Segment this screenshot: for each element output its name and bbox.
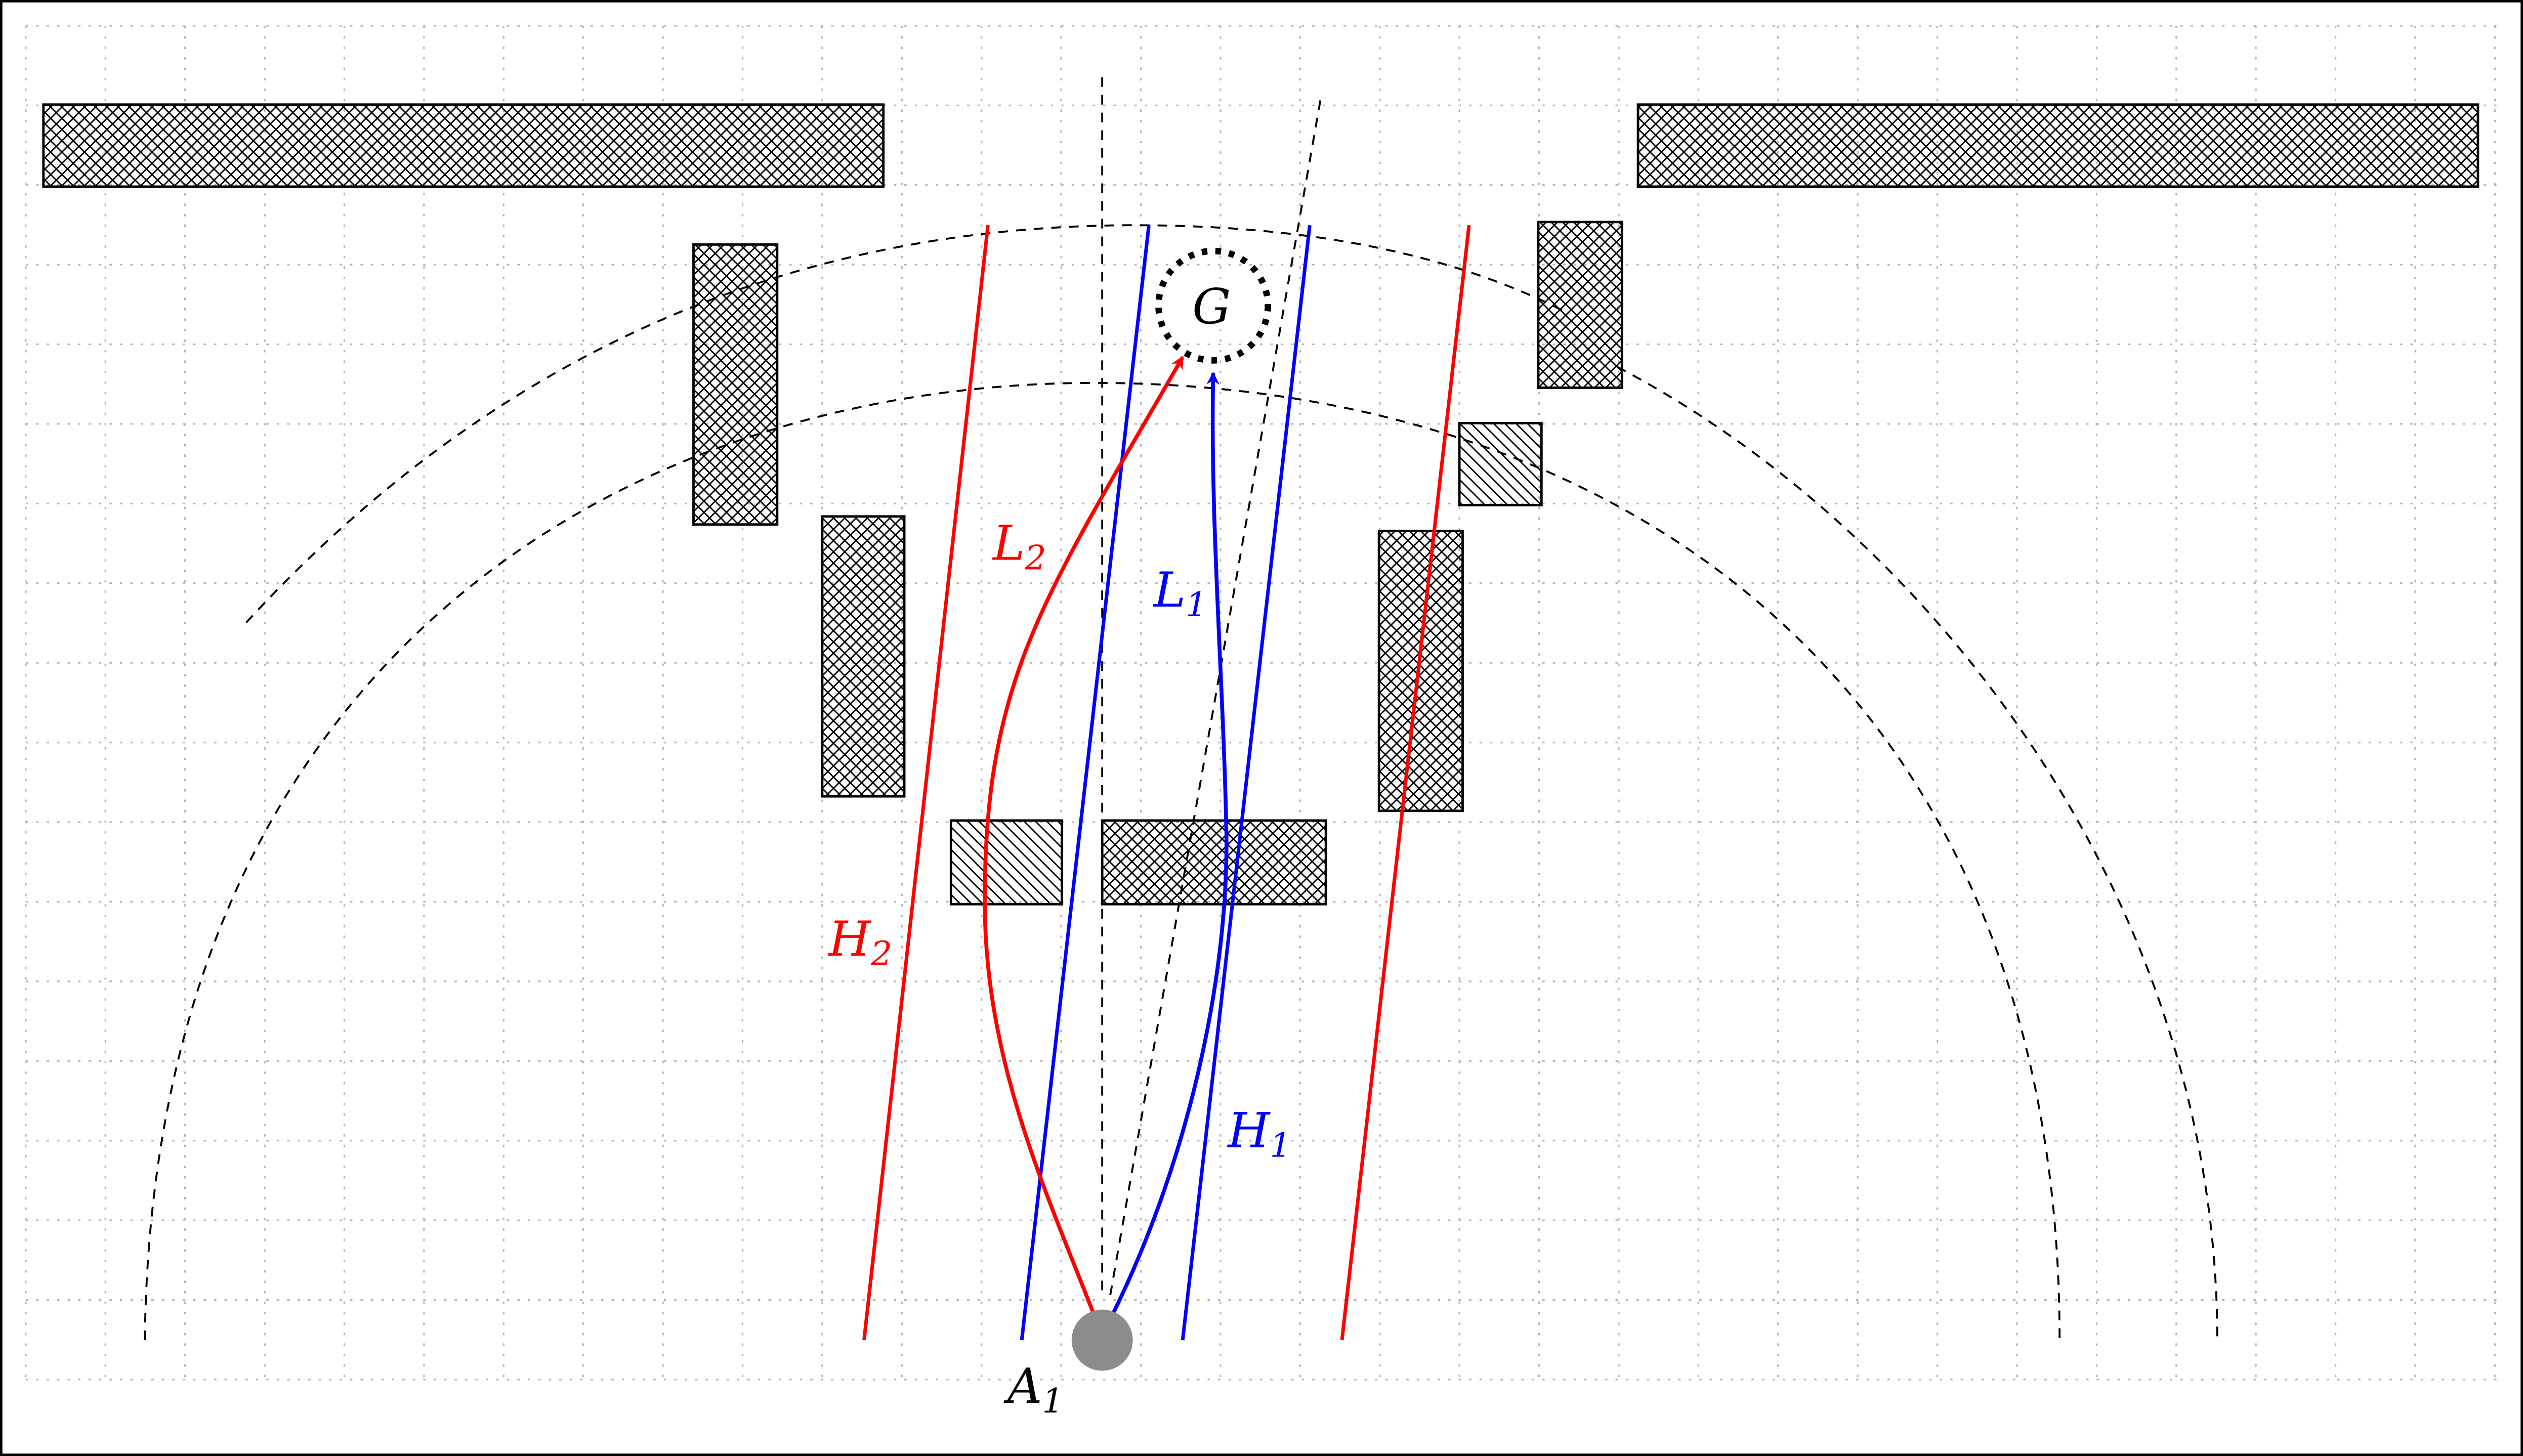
agent-marker	[1071, 1309, 1133, 1371]
arc-inner	[144, 381, 2061, 1341]
arc-outer-right	[1616, 366, 2218, 1341]
obstacle-top-left-wall	[42, 103, 885, 188]
goal-circle	[1155, 247, 1272, 364]
agent-label: A1	[1003, 1358, 1064, 1421]
corridor-h2-right-edge	[1340, 225, 1471, 1341]
goal-label: G	[1192, 279, 1231, 335]
goal-label-text: G	[1192, 279, 1231, 335]
agent-label-sub: 1	[1042, 1381, 1063, 1421]
obstacle-center-wide	[1101, 819, 1327, 906]
obstacle-left-tall-lower	[821, 515, 906, 798]
h2-label-sub: 2	[870, 934, 892, 973]
corridor-h2-left-edge	[862, 225, 990, 1341]
slanted-center-line	[1109, 96, 1322, 1296]
l1-label: L1	[1153, 562, 1207, 624]
h2-label: H2	[828, 911, 893, 973]
reference-lines	[144, 77, 2218, 1341]
obstacle-diag-left	[949, 819, 1064, 906]
obstacles	[42, 103, 2479, 906]
obstacle-right-small	[1537, 221, 1623, 389]
h1-label-sub: 1	[1270, 1125, 1291, 1165]
corridor-h1-right-edge	[1181, 225, 1312, 1341]
agent-label-text: A	[1003, 1358, 1042, 1415]
obstacle-top-right-wall	[1636, 103, 2479, 188]
l1-label-sub: 1	[1186, 585, 1207, 624]
l2-label: L2	[992, 516, 1046, 578]
l1-label-text: L	[1153, 562, 1186, 618]
h1-label: H1	[1227, 1102, 1291, 1165]
corridor-h2	[862, 225, 1471, 1341]
l2-label-sub: 2	[1024, 538, 1046, 578]
corridor-h1-left-edge	[1020, 225, 1151, 1341]
path-l2	[983, 356, 1185, 1320]
obstacle-diag-right	[1458, 421, 1543, 506]
background-grid	[25, 25, 2498, 1381]
l2-label-text: L	[992, 516, 1025, 572]
obstacle-left-tall-upper	[692, 243, 779, 526]
obstacle-right-tall	[1377, 530, 1464, 812]
h1-label-text: H	[1227, 1102, 1271, 1159]
corridor-h1	[1020, 225, 1312, 1341]
path-l1	[1108, 371, 1229, 1320]
h2-label-text: H	[828, 911, 872, 967]
